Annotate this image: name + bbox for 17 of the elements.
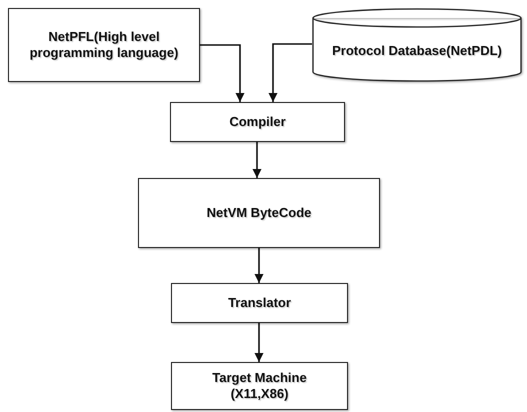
process-box bbox=[171, 283, 348, 323]
process-box bbox=[138, 178, 380, 248]
arrow bbox=[254, 248, 264, 283]
node-label: NetVM ByteCode bbox=[206, 204, 312, 222]
database-cylinder bbox=[312, 8, 522, 82]
process-box bbox=[8, 8, 200, 82]
node-label: Compiler bbox=[229, 114, 286, 130]
arrow bbox=[268, 43, 312, 102]
process-box bbox=[171, 362, 348, 410]
node-label: NetPFL(High level programming language) bbox=[28, 28, 180, 62]
arrow bbox=[252, 142, 262, 178]
process-box bbox=[170, 102, 345, 142]
arrow bbox=[200, 44, 244, 102]
node-label: Target Machine (X11,X86) bbox=[211, 370, 308, 402]
node-label: Protocol Database(NetPDL) bbox=[332, 42, 502, 60]
node-label: Translator bbox=[228, 294, 291, 312]
arrow bbox=[254, 323, 264, 362]
